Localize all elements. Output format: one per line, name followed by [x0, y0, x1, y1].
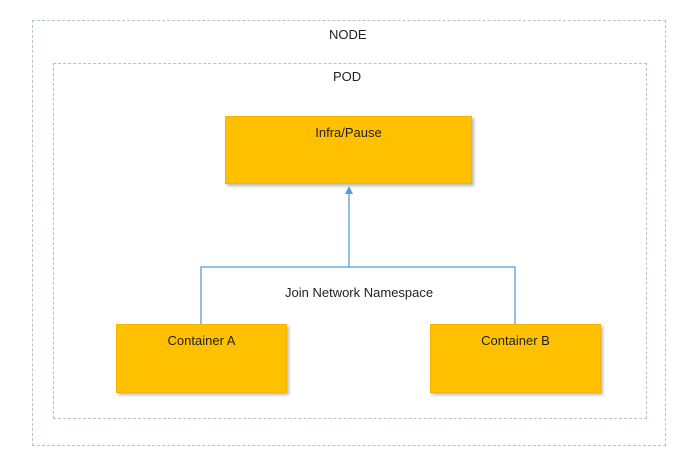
infra-pause-label: Infra/Pause [315, 125, 382, 140]
infra-pause-box: Infra/Pause [225, 116, 472, 184]
join-network-namespace-label: Join Network Namespace [285, 285, 434, 300]
container-b-box: Container B [430, 324, 601, 393]
container-a-label: Container A [167, 333, 236, 348]
container-b-label: Container B [481, 333, 550, 348]
pod-label: POD [333, 69, 362, 84]
container-a-box: Container A [116, 324, 287, 393]
node-label: NODE [329, 27, 367, 42]
